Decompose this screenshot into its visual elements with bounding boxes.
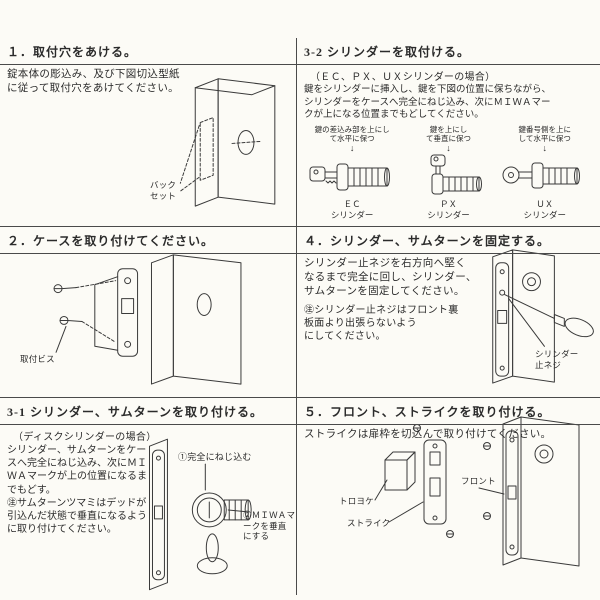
cylinder-types-row: 鍵の差込み部を上にし て水平に保つ ↓ ＥＣ シリンダー	[304, 125, 593, 220]
down-arrow-icon: ↓	[446, 143, 451, 154]
door-hole-diagram	[179, 78, 276, 207]
step-4-panel: ４．シリンダー、サムターンを固定する。 シリンダー止ネジを右方向へ堅く なるまで…	[297, 227, 600, 398]
leader-line	[55, 325, 67, 353]
mounting-screw-icon	[53, 280, 117, 294]
cylinder-hole-drawing	[231, 130, 261, 155]
step-3-1-subtitle: （ディスクシリンダーの場合）	[13, 432, 157, 443]
strike-label: ストライク	[347, 518, 391, 528]
key-cylinder-ux-drawing	[502, 162, 580, 189]
backset-label: バック セット	[150, 180, 177, 201]
case-install-diagram	[53, 254, 242, 385]
step-5-title: ５．フロント、ストライクを取り付ける。	[297, 403, 600, 425]
leader-line	[374, 479, 388, 501]
front-plate-drawing	[483, 430, 519, 556]
lock-case-drawing	[94, 268, 139, 357]
step-3-2-subtitle: （ＥＣ、ＰＸ、ＵＸシリンダーの場合）	[310, 72, 496, 83]
screw-in-fully-label: ①完全にねじ込む	[178, 452, 252, 462]
leader-line	[179, 176, 200, 192]
step-4-body: シリンダー止ネジを右方向へ堅く なるまで完全に回し、シリンダー、 サムターンを固…	[304, 258, 477, 297]
set-screw-label: シリンダー 止ネジ	[535, 349, 579, 370]
step-5-body: ストライクは扉枠を切込んで取り付けてください。	[304, 429, 552, 440]
mounting-screw-label: 取付ビス	[20, 354, 55, 364]
step-4-note: ㊟シリンダー止ネジはフロント裏 板面より出張らないよう にしてください。	[304, 304, 459, 342]
step-1-title: １．取付穴をあける。	[0, 43, 296, 65]
dust-box-drawing	[384, 451, 416, 491]
mortise-outline	[199, 117, 214, 181]
thumbturn-drawing	[196, 533, 228, 575]
front-strike-diagram	[374, 416, 580, 567]
cylinder-item-ux: 鍵番号側を上に して水平に保つ ↓ ＵＸ シリンダー	[497, 125, 593, 220]
leader-line	[508, 298, 545, 347]
cylinder-item-ec: 鍵の差込み部を上にし て水平に保つ ↓ ＥＣ シリンダー	[304, 125, 400, 220]
step-3-2-title: 3-2 シリンダーを取付ける。	[297, 43, 600, 65]
step-1-panel: １．取付穴をあける。 錠本体の彫込み、及び下図切込型紙 に従って取付穴をあけてく…	[0, 38, 297, 227]
down-arrow-icon: ↓	[542, 143, 548, 154]
ec-cylinder-label: ＥＣ シリンダー	[330, 199, 374, 220]
threaded-cylinder-drawing	[191, 492, 252, 528]
step-3-1-title: 3-1 シリンダー、サムターンを取り付ける。	[0, 403, 296, 425]
panel-grid: １．取付穴をあける。 錠本体の彫込み、及び下図切込型紙 に従って取付穴をあけてく…	[0, 38, 600, 595]
step-1-body: 錠本体の彫込み、及び下図切込型紙 に従って取付穴をあけてください。	[7, 69, 180, 94]
step-4-title: ４．シリンダー、サムターンを固定する。	[297, 232, 600, 254]
door-corner-drawing	[150, 254, 242, 385]
leader-line	[227, 509, 250, 513]
leader-line	[179, 125, 200, 184]
door-corner-drawing	[194, 78, 276, 207]
dust-box-label: トロヨケ	[339, 496, 374, 506]
ux-key-note: 鍵番号側を上に して水平に保つ	[518, 124, 572, 143]
step-2-panel: ２．ケースを取り付けてください。	[0, 227, 297, 398]
step-3-1-body: シリンダー、サムターンをケー スへ完全にねじ込み、次にＭＩ ＷＡマークが上の位置…	[7, 445, 147, 536]
leader-line	[478, 487, 505, 495]
strike-plate-drawing	[413, 424, 454, 538]
leader-line	[388, 501, 424, 523]
ux-cylinder-label: ＵＸ シリンダー	[523, 199, 567, 220]
key-cylinder-ec-drawing	[309, 163, 391, 191]
step-3-2-panel: 3-2 シリンダーを取付ける。 （ＥＣ、ＰＸ、ＵＸシリンダーの場合） 鍵をシリン…	[297, 38, 600, 227]
miwa-mark-label: ②ＭＩＷＡマ ークを垂直 にする	[243, 510, 296, 542]
step-3-1-panel: 3-1 シリンダー、サムターンを取り付ける。 （ディスクシリンダーの場合） シリ…	[0, 398, 297, 595]
disc-cylinder-diagram	[148, 438, 252, 591]
step-2-title: ２．ケースを取り付けてください。	[0, 232, 296, 254]
key-cylinder-px-drawing	[430, 154, 483, 195]
px-cylinder-label: ＰＸ シリンダー	[427, 199, 470, 220]
step-3-2-body: 鍵をシリンダーに挿入し、鍵を下図の位置に保ちながら、 シリンダーをケースへ完全に…	[304, 85, 552, 121]
cylinder-item-px: 鍵を上にし て垂直に保つ ↓ ＰＸ シリンダー	[400, 125, 496, 220]
screwdriver-icon	[504, 294, 594, 338]
px-key-note: 鍵を上にし て垂直に保つ	[425, 124, 471, 143]
door-edge-drawing	[502, 416, 580, 567]
down-arrow-icon: ↓	[349, 143, 355, 154]
door-edge-drawing	[148, 438, 168, 591]
front-label: フロント	[461, 476, 496, 486]
mounting-screw-icon	[59, 315, 117, 343]
step-5-panel: ５．フロント、ストライクを取り付ける。 ストライクは扉枠を切込んで取り付けてくだ…	[297, 398, 600, 595]
ec-key-note: 鍵の差込み部を上にし て水平に保つ	[314, 124, 390, 143]
